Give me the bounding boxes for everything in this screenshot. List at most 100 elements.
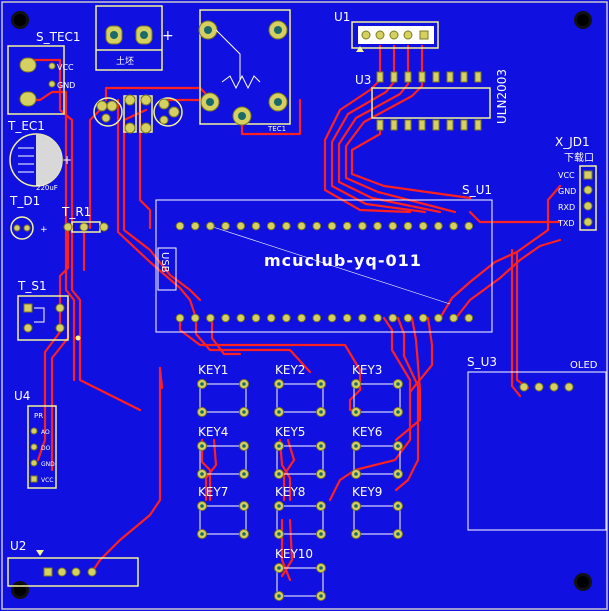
- key-outline: [276, 445, 324, 475]
- header-pad: [327, 221, 337, 231]
- u1-ref: U1: [334, 10, 350, 24]
- ic-pin-pad: [376, 71, 384, 83]
- x-jd1-label: 下载口: [564, 152, 594, 164]
- key-label: KEY10: [275, 547, 313, 561]
- mount-hole-icon: [574, 11, 592, 29]
- key-switch[interactable]: KEY8: [274, 485, 326, 539]
- key-label: KEY9: [352, 485, 382, 499]
- key-label: KEY5: [275, 425, 305, 439]
- header-pad: [342, 313, 352, 323]
- key-hole: [319, 382, 323, 386]
- key-hole: [354, 444, 358, 448]
- s-tec1-pin-vcc: VCC: [57, 63, 74, 72]
- key-switch[interactable]: KEY10: [274, 547, 326, 601]
- u3-part: ULN2003: [495, 69, 509, 124]
- key-hole: [319, 472, 323, 476]
- ic-pin-pad: [446, 119, 454, 131]
- header-pad: [358, 313, 367, 323]
- t-ec1-plus: +: [62, 153, 72, 167]
- t-s1-ref: T_S1: [17, 279, 47, 293]
- t-d1-ref: T_D1: [9, 194, 40, 208]
- key-hole: [242, 444, 246, 448]
- header-pad: [175, 221, 185, 231]
- t-r1-resistor: T_R1: [61, 205, 109, 233]
- header-pad: [312, 221, 322, 231]
- key-switch[interactable]: KEY1: [197, 363, 249, 417]
- header-pad: [297, 313, 306, 323]
- header-pad: [312, 313, 322, 323]
- ic-pin-pad: [474, 119, 482, 131]
- key-hole: [354, 504, 358, 508]
- u3-uln2003: U3 ULN2003: [355, 69, 509, 131]
- ic-pin-pad: [460, 71, 468, 83]
- mount-hole-icon: [574, 573, 592, 591]
- header-pad: [221, 313, 230, 323]
- u4-pin-ao: AO: [41, 429, 50, 436]
- header-pad: [342, 221, 352, 231]
- key-label: KEY7: [198, 485, 228, 499]
- key-hole: [200, 410, 204, 414]
- key-switch[interactable]: KEY4: [197, 425, 249, 479]
- key-switch[interactable]: KEY3: [351, 363, 403, 417]
- key-switch[interactable]: KEY5: [274, 425, 326, 479]
- t-ec1-ref: T_EC1: [7, 119, 45, 133]
- s-tec1-ref: S_TEC1: [36, 30, 81, 44]
- header-pad: [358, 221, 367, 231]
- key-hole: [277, 594, 281, 598]
- header-pad: [190, 313, 200, 323]
- t-r1-ref: T_R1: [61, 205, 91, 219]
- header-pad: [388, 313, 398, 323]
- key-switch[interactable]: KEY7: [197, 485, 249, 539]
- key-outline: [353, 445, 401, 475]
- header-pad: [297, 221, 306, 231]
- mount-hole-icon: [11, 581, 29, 599]
- key-switch[interactable]: KEY6: [351, 425, 403, 479]
- key-outline: [276, 383, 324, 413]
- ic-pin-pad: [404, 119, 412, 131]
- x-jd1-header: X_JD1 下载口 VCC GND RXD TXD: [555, 135, 597, 231]
- ic-pin-pad: [474, 71, 482, 83]
- key-hole: [242, 504, 246, 508]
- header-pad: [266, 313, 276, 323]
- key-switch[interactable]: KEY2: [274, 363, 326, 417]
- key-hole: [319, 566, 323, 570]
- key-label: KEY2: [275, 363, 305, 377]
- header-pad: [464, 313, 474, 323]
- power-plus-sign: +: [162, 28, 174, 44]
- t-ec1-value: 220uF: [36, 184, 58, 192]
- s-u1-mcu-board: USB mcuclub-yq-011 S_U1: [155, 183, 493, 333]
- header-pad: [236, 313, 246, 323]
- header-pad: [266, 221, 276, 231]
- key-hole: [277, 504, 281, 508]
- s-u1-ref: S_U1: [462, 183, 492, 197]
- key-hole: [396, 504, 400, 508]
- s-tec1-pin-gnd: GND: [57, 81, 75, 90]
- key-hole: [354, 382, 358, 386]
- key-hole: [277, 382, 281, 386]
- key-label: KEY1: [198, 363, 228, 377]
- header-pad: [282, 313, 291, 323]
- key-hole: [354, 472, 358, 476]
- key-hole: [396, 444, 400, 448]
- x-jd1-pin-vcc: VCC: [558, 171, 575, 180]
- key-hole: [200, 504, 204, 508]
- key-outline: [276, 505, 324, 535]
- ic-pin-pad: [390, 71, 398, 83]
- key-label: KEY3: [352, 363, 382, 377]
- ic-pin-pad: [432, 71, 440, 83]
- t-s1-switch: T_S1: [17, 279, 81, 341]
- key-switch[interactable]: KEY9: [351, 485, 403, 539]
- header-pad: [327, 313, 337, 323]
- key-hole: [396, 410, 400, 414]
- key-hole: [200, 532, 204, 536]
- power-terminal-label: 土坯: [116, 55, 134, 67]
- u2-ref: U2: [10, 539, 26, 553]
- header-pad: [434, 313, 443, 323]
- key-hole: [396, 472, 400, 476]
- header-pad: [418, 313, 428, 323]
- key-label: KEY8: [275, 485, 305, 499]
- header-pad: [190, 221, 200, 231]
